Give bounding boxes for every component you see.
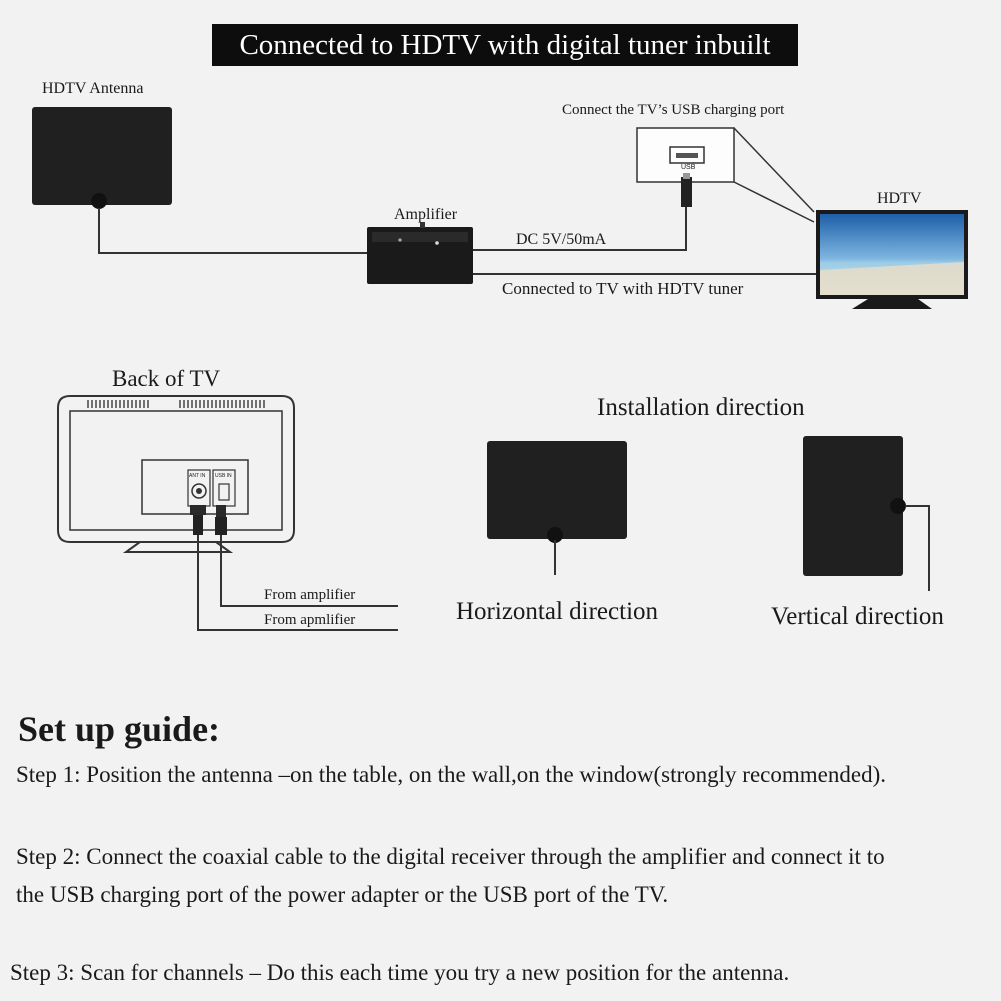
usb-callout-line-2	[733, 181, 815, 223]
horizontal-antenna-image	[487, 441, 627, 575]
hdtv-antenna-image	[32, 107, 172, 209]
setup-guide-heading: Set up guide:	[18, 709, 221, 749]
step-3-text: Step 3: Scan for channels – Do this each…	[10, 960, 790, 985]
title-banner: Connected to HDTV with digital tuner inb…	[212, 24, 798, 66]
connection-diagram	[32, 107, 968, 631]
amplifier-image	[367, 222, 473, 284]
step-2-line-1: Step 2: Connect the coaxial cable to the…	[16, 844, 885, 869]
usb-cable-from-amplifier	[220, 535, 398, 607]
dc-power-label: DC 5V/50mA	[516, 231, 607, 248]
ant-in-label: ANT IN	[189, 473, 206, 479]
hdtv-antenna-label: HDTV Antenna	[42, 80, 144, 97]
installation-direction-title: Installation direction	[597, 394, 805, 421]
usb-port-label: Connect the TV’s USB charging port	[562, 102, 785, 118]
antenna-cable	[98, 208, 367, 254]
from-amplifier-label-1: From amplifier	[264, 587, 356, 603]
back-of-tv-title: Back of TV	[112, 366, 221, 391]
usb-callout-line-1	[733, 127, 815, 213]
usb-charging-port-image	[636, 127, 735, 207]
step-2-line-2: the USB charging port of the power adapt…	[16, 882, 669, 907]
usb-in-label: USB IN	[215, 473, 232, 479]
dc-power-cable	[473, 206, 687, 251]
from-amplifier-label-2: From apmlifier	[264, 612, 356, 628]
hdtv-image	[816, 210, 968, 309]
back-of-tv-image	[57, 395, 295, 553]
vertical-direction-label: Vertical direction	[771, 603, 944, 630]
hdtv-label: HDTV	[877, 190, 922, 207]
step-1-text: Step 1: Position the antenna –on the tab…	[16, 762, 886, 787]
tv-connection-label: Connected to TV with HDTV tuner	[502, 279, 744, 298]
coax-cable-from-amplifier	[197, 535, 398, 631]
usb-port-text: USB	[681, 164, 696, 171]
horizontal-direction-label: Horizontal direction	[456, 598, 659, 625]
amplifier-label: Amplifier	[394, 206, 458, 223]
vertical-antenna-image	[803, 436, 930, 591]
